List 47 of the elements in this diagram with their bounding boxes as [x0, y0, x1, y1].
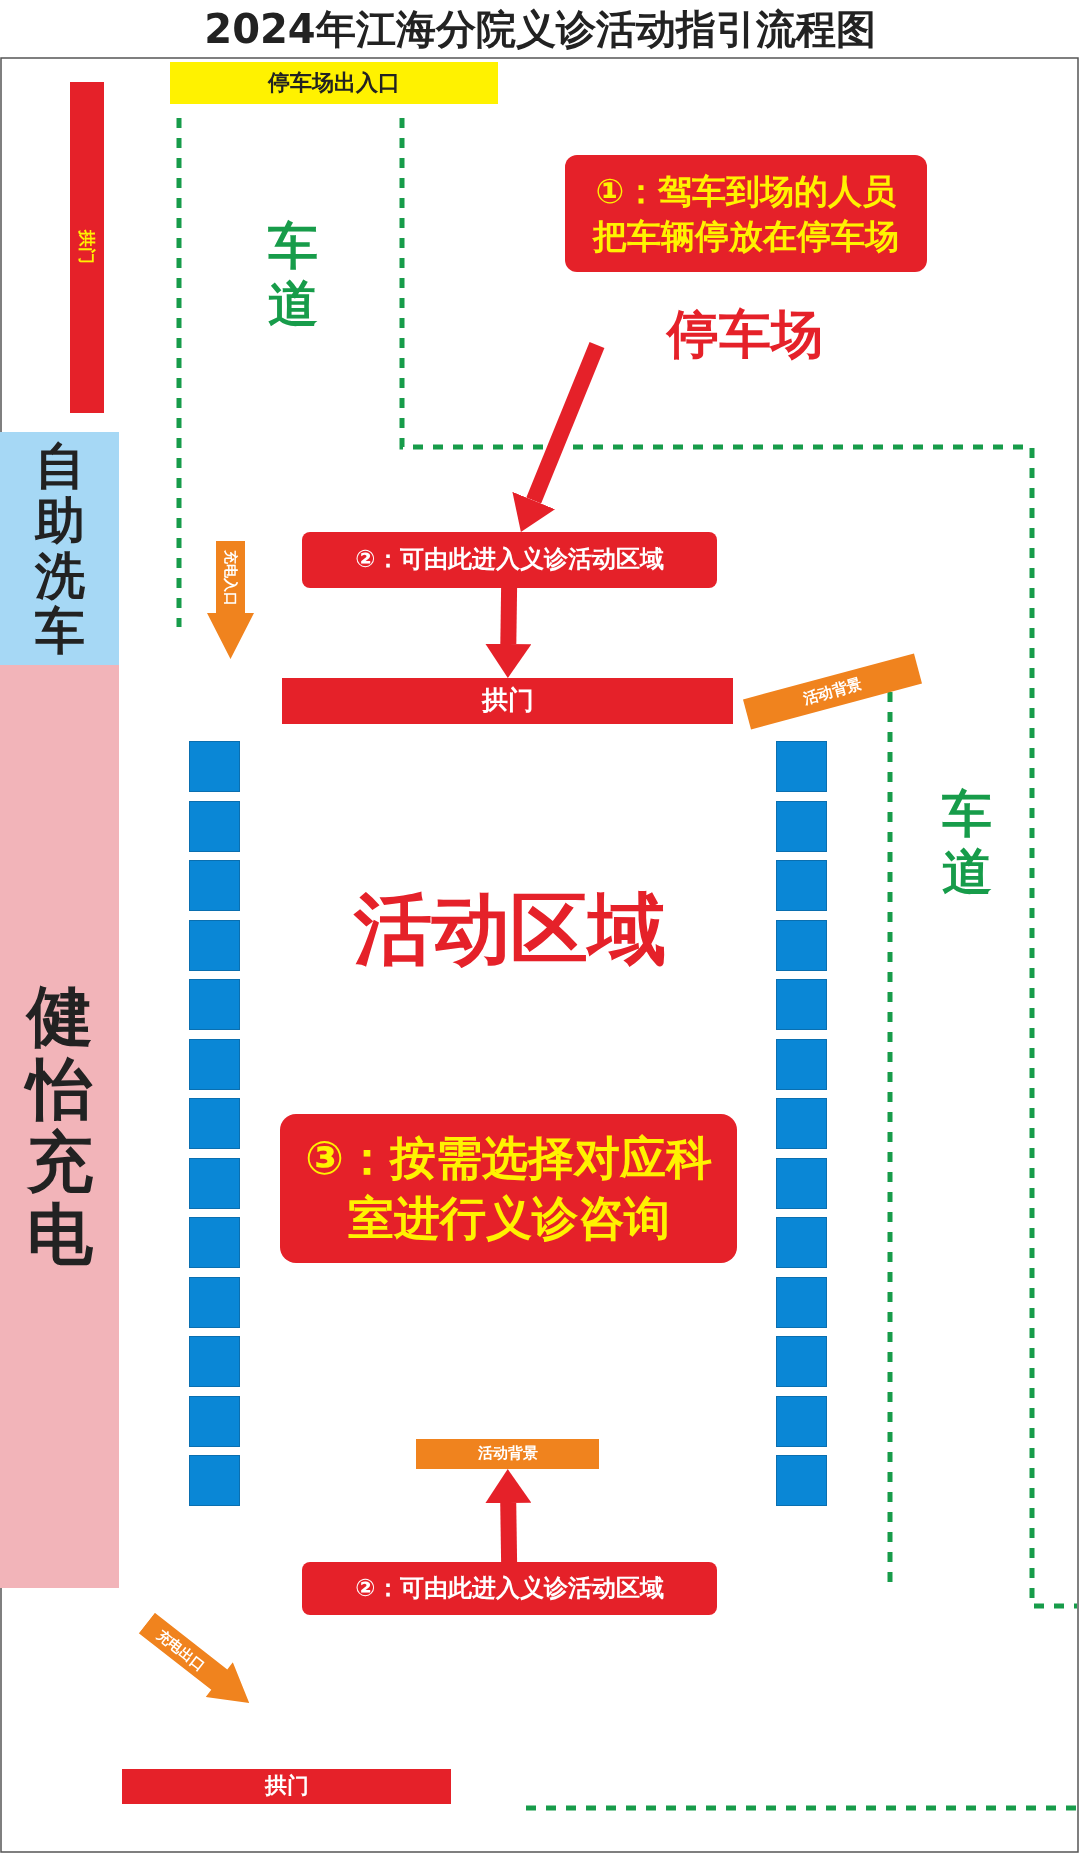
- callout-box: ③：按需选择对应科室进行义诊咨询: [280, 1114, 737, 1263]
- arrow: [485, 1469, 532, 1563]
- booth-square: [189, 1336, 240, 1387]
- booth-square: [189, 1098, 240, 1149]
- booth-square: [776, 1038, 827, 1090]
- booth-square: [189, 1455, 240, 1506]
- booth-square: [189, 1217, 240, 1268]
- booth-square: [776, 919, 827, 971]
- entrance-sign: 停车场出入口: [170, 62, 498, 104]
- booth-square: [776, 1157, 827, 1209]
- booth-square: [776, 1395, 827, 1447]
- booth-square: [189, 860, 240, 911]
- arrow: [512, 342, 605, 532]
- booth-square: [189, 1157, 240, 1209]
- backdrop-sign: 活动背景: [743, 653, 922, 730]
- gate-bar: 拱门: [282, 678, 733, 724]
- booth-square: [189, 979, 240, 1030]
- booth-square: [776, 1455, 827, 1506]
- lane-label: 车道: [267, 218, 319, 333]
- booth-square: [189, 1395, 240, 1447]
- booth-square: [776, 800, 827, 852]
- booth-square: [776, 1276, 827, 1328]
- charging-zone: 健怡充电: [0, 665, 119, 1588]
- backdrop-sign: 活动背景: [416, 1439, 599, 1469]
- lane-label: 车道: [941, 786, 993, 901]
- booth-square: [776, 1217, 827, 1268]
- booth-square: [189, 1276, 240, 1328]
- arrow: [485, 587, 532, 678]
- callout-box: ①：驾车到场的人员把车辆停放在停车场: [565, 155, 927, 272]
- booth-square: [776, 1336, 827, 1387]
- callout-box: ②：可由此进入义诊活动区域: [302, 532, 717, 588]
- area-label: 活动区域: [352, 883, 667, 976]
- booth-square: [189, 800, 240, 852]
- booth-square: [189, 741, 240, 792]
- booth-square: [189, 919, 240, 971]
- gate-bar: 拱门: [70, 82, 104, 413]
- arrow-sign: 充电入口: [207, 541, 254, 659]
- booth-square: [776, 1098, 827, 1149]
- car-wash-zone: 自助洗车: [0, 432, 119, 665]
- gate-bar: 拱门: [122, 1769, 451, 1804]
- callout-box: ②：可由此进入义诊活动区域: [302, 1562, 717, 1615]
- booth-square: [776, 741, 827, 792]
- booth-square: [776, 979, 827, 1030]
- booth-square: [776, 860, 827, 911]
- diagram-title: 2024年江海分院义诊活动指引流程图: [203, 5, 877, 54]
- area-label: 停车场: [665, 303, 824, 366]
- booth-square: [189, 1038, 240, 1090]
